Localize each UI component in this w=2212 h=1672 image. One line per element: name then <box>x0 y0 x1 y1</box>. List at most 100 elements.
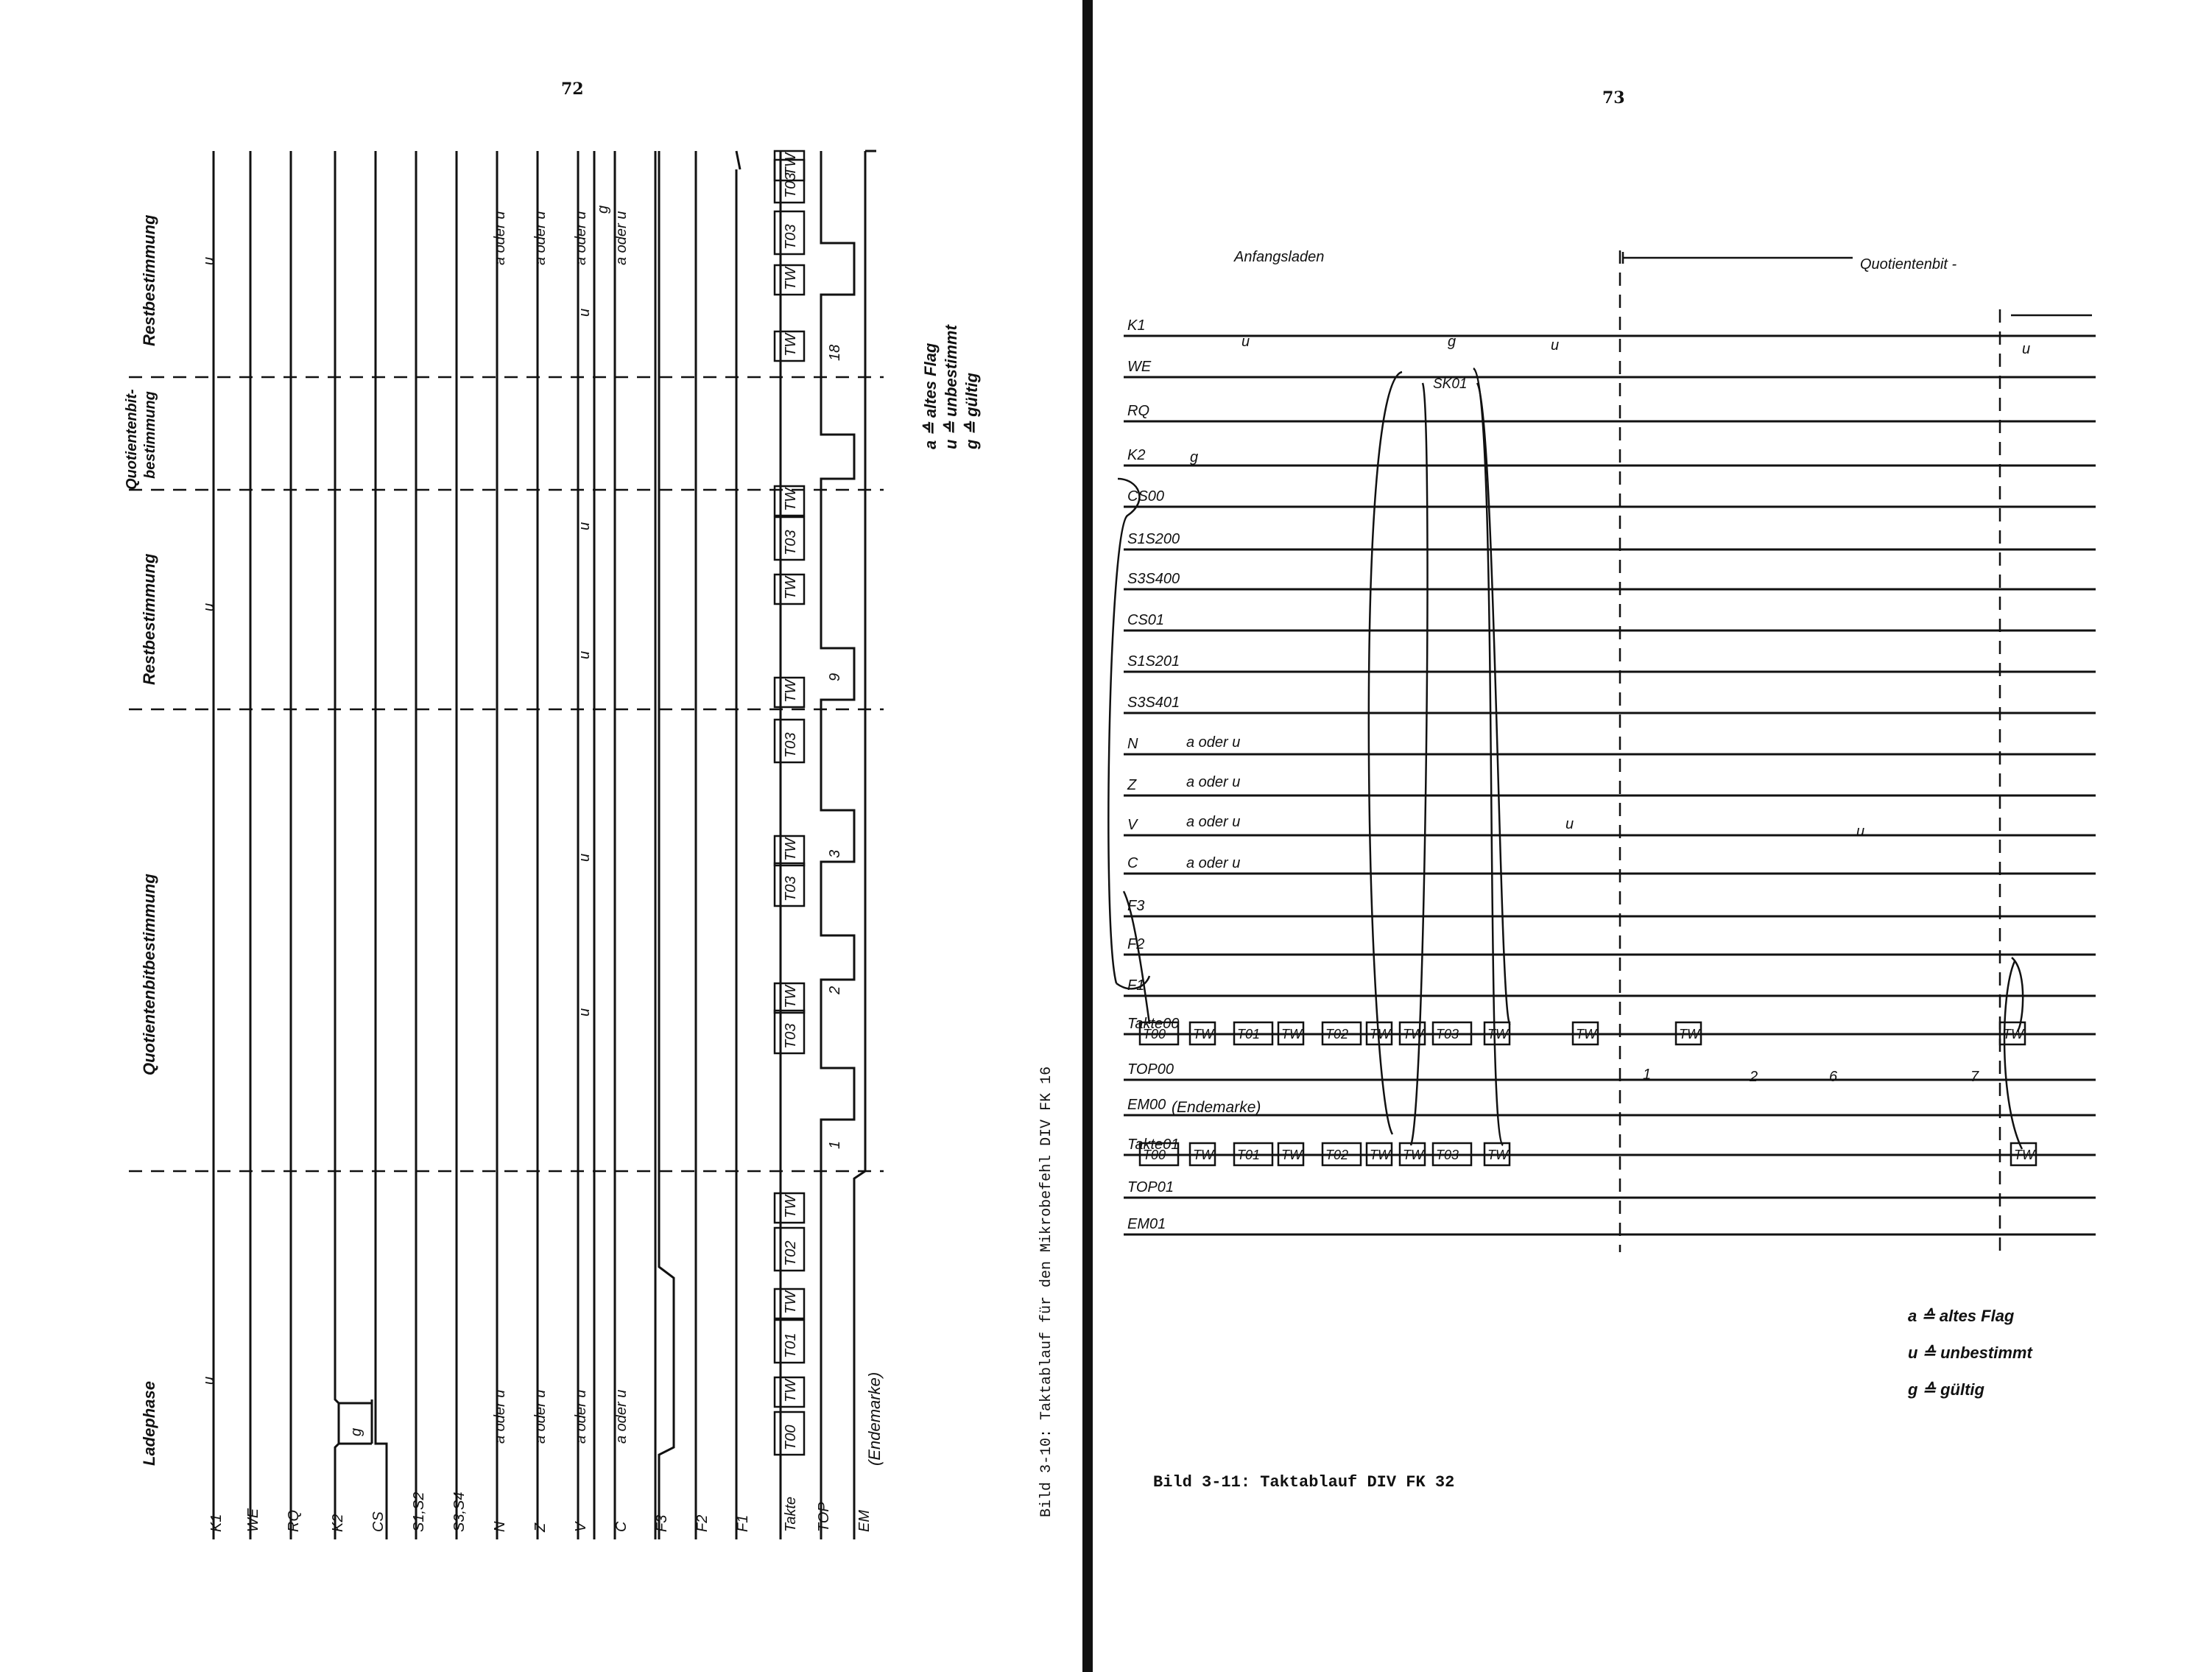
clock-label: TW <box>783 487 799 511</box>
top-count: 2 <box>827 986 843 995</box>
signal-label-z: Z <box>532 1522 549 1533</box>
clock-label: TW <box>1193 1148 1215 1162</box>
clock-label: TW <box>1403 1148 1425 1162</box>
clock-box <box>1321 1142 1362 1167</box>
clock-label: TW <box>1370 1148 1392 1162</box>
clock-box <box>1483 1142 1511 1167</box>
signal-label-f3: F3 <box>1127 898 1144 914</box>
signal-line-f3 <box>658 151 675 1539</box>
signal-label-s3s400: S3S400 <box>1127 571 1180 587</box>
clock-box <box>1431 1021 1473 1046</box>
clock-label: TW <box>783 984 799 1008</box>
phase-quotientenbit-short: Quotientenbit- <box>124 389 140 490</box>
flag-value: a oder u <box>532 1390 549 1444</box>
signal-label-n: N <box>1127 736 1138 752</box>
clock-label: TW <box>1281 1148 1303 1162</box>
clock-label: T01 <box>783 1333 799 1358</box>
top-count: 18 <box>827 345 843 361</box>
clock-box <box>1138 1142 1180 1167</box>
signal-label-k1: K1 <box>1127 317 1145 334</box>
signal-label-top01: TOP01 <box>1127 1179 1174 1195</box>
em-endemarke: (Endemarke) <box>865 1372 884 1466</box>
signal-label-we: WE <box>1127 359 1152 375</box>
clock-box <box>773 1288 806 1320</box>
signal-label-k2: K2 <box>1127 447 1145 463</box>
clock-box <box>1998 1021 2026 1046</box>
clock-box <box>1365 1021 1393 1046</box>
clock-box <box>1188 1021 1216 1046</box>
legend-a: a ≙ altes Flag <box>921 343 940 449</box>
clock-box <box>1365 1142 1393 1167</box>
signal-label-n: N <box>492 1521 508 1532</box>
signal-label-k2: K2 <box>330 1514 346 1532</box>
top-count: 9 <box>827 673 843 681</box>
signal-label-em00: EM00 <box>1127 1097 1166 1113</box>
k1-value: u <box>1551 337 1559 354</box>
clock-box <box>773 1411 806 1456</box>
signal-label-c: C <box>1127 855 1138 871</box>
signal-label-takte: Takte <box>783 1497 799 1532</box>
top-count: 6 <box>1829 1069 1838 1085</box>
right-page-number: 73 <box>1602 88 1625 108</box>
clock-label: T02 <box>1325 1027 1348 1042</box>
k1-value: u <box>2022 341 2030 357</box>
clock-box <box>773 485 806 517</box>
v-value: u <box>577 1008 593 1016</box>
clock-box <box>773 210 806 256</box>
signal-line-cs <box>374 151 388 1539</box>
phase-quotientenbit-short: bestimmung <box>142 391 158 479</box>
signal-label-cs01: CS01 <box>1127 612 1164 628</box>
clock-label: TW <box>783 837 799 861</box>
signal-label-s1,s2: S1,S2 <box>411 1492 427 1532</box>
v-value: u <box>1565 816 1574 832</box>
clock-box <box>1431 1142 1473 1167</box>
legend-g: g ≙ gültig <box>1908 1380 1984 1399</box>
clock-box <box>1277 1142 1305 1167</box>
clock-box <box>1188 1142 1216 1167</box>
book-gutter <box>1082 0 1093 1672</box>
signal-label-f2: F2 <box>694 1515 711 1532</box>
clock-label: TW <box>783 575 799 600</box>
top-count: 1 <box>1643 1067 1651 1083</box>
clock-box <box>773 150 806 182</box>
clock-label: TW <box>783 332 799 356</box>
k1-value: u <box>201 1377 217 1385</box>
signal-label-top: TOP <box>816 1502 832 1532</box>
signal-label-s3s401: S3S401 <box>1127 695 1180 711</box>
clock-label: T03 <box>1436 1148 1459 1162</box>
clock-label: TW <box>783 1194 799 1218</box>
flag-value: a oder u <box>532 211 549 265</box>
v-value: g <box>595 206 611 214</box>
v-value: u <box>577 854 593 862</box>
clock-box <box>773 982 806 1014</box>
clock-label: TW <box>1403 1027 1425 1042</box>
signal-line-top <box>820 151 856 1171</box>
k1-value: u <box>201 257 217 265</box>
clock-label: T00 <box>783 1425 799 1450</box>
left-caption: Bild 3-10: Taktablauf für den Mikrobefeh… <box>1038 1066 1055 1517</box>
signal-label-f2: F2 <box>1127 936 1144 952</box>
phase-quotientenbit: Quotientenbitbestimmung <box>140 874 158 1075</box>
clock-label: T03 <box>783 173 799 198</box>
signal-label-rq: RQ <box>286 1510 302 1532</box>
clock-box <box>1483 1021 1511 1046</box>
right-caption: Bild 3-11: Taktablauf DIV FK 32 <box>1153 1473 1455 1492</box>
signal-label-top00: TOP00 <box>1127 1061 1174 1078</box>
signal-label-v: V <box>573 1521 589 1532</box>
clock-box <box>1571 1021 1599 1046</box>
signal-label-em: EM <box>856 1510 873 1532</box>
clock-box <box>1674 1021 1702 1046</box>
phase-label-quotientenbit: Quotientenbit - <box>1860 256 1957 273</box>
flag-value: a oder u <box>492 211 508 265</box>
clock-box <box>773 835 806 867</box>
k1-value: g <box>1448 334 1456 350</box>
clock-label: T03 <box>783 877 799 902</box>
top-count: 3 <box>827 850 843 858</box>
signal-label-rq: RQ <box>1127 403 1149 419</box>
legend-u: u ≙ unbestimmt <box>942 325 960 449</box>
signal-label-cs: CS <box>370 1511 387 1532</box>
clock-label: T01 <box>1237 1027 1260 1042</box>
clock-box <box>773 1226 806 1272</box>
